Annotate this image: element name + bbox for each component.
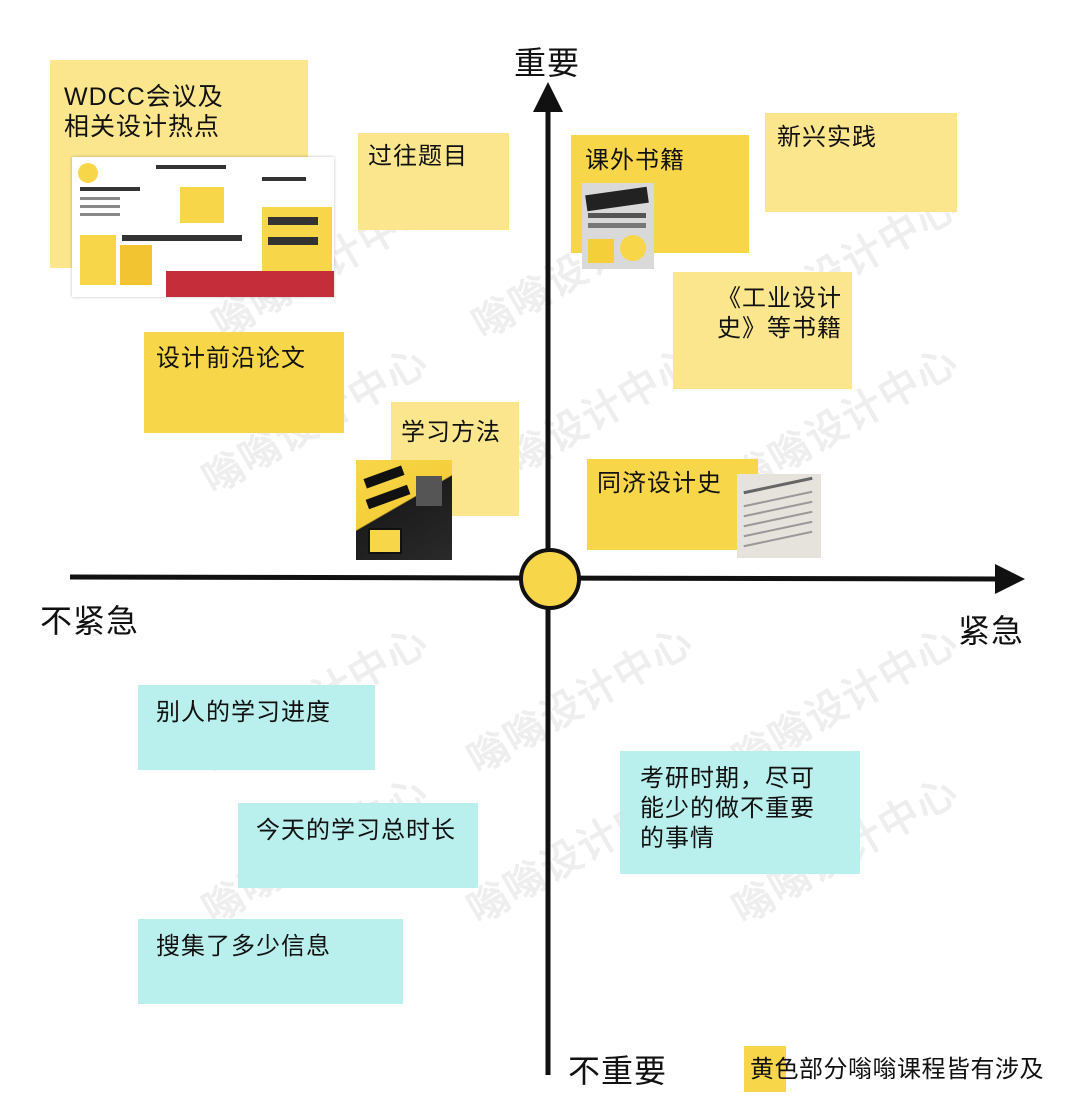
note-info-collected-text: 搜集了多少信息: [156, 932, 331, 962]
up-arrow-icon: [533, 82, 563, 112]
note-extracurricular-books-text: 课外书籍: [585, 146, 685, 176]
note-tongji-history-text: 同济设计史: [597, 469, 722, 499]
book-cover-photo: [582, 183, 654, 269]
note-frontier-papers-text: 设计前沿论文: [156, 344, 306, 374]
right-arrow-icon: [995, 564, 1025, 594]
axis-label-urgent: 紧急: [958, 612, 1024, 650]
note-study-time-text: 今天的学习总时长: [256, 816, 456, 846]
legend-text: 黄色部分嗡嗡课程皆有涉及: [750, 1055, 1044, 1085]
center-circle: [519, 548, 581, 610]
axis-label-not-urgent: 不紧急: [40, 602, 139, 640]
note-others-progress-text: 别人的学习进度: [156, 698, 331, 728]
note-industrial-history-books-text: 《工业设计 史》等书籍: [690, 284, 842, 344]
document-photo: [737, 474, 821, 558]
note-exam-advice-text: 考研时期，尽可 能少的做不重要 的事情: [640, 764, 815, 854]
note-wdcc-text: WDCC会议及 相关设计热点: [64, 82, 224, 142]
note-past-questions-text: 过往题目: [368, 142, 468, 172]
note-new-practice-text: 新兴实践: [777, 123, 877, 153]
axis-label-important: 重要: [514, 44, 580, 82]
book-photo: [356, 460, 452, 560]
course-slide-thumbnail: [72, 157, 334, 297]
note-study-methods-text: 学习方法: [401, 418, 501, 448]
axis-label-not-important: 不重要: [568, 1052, 667, 1090]
